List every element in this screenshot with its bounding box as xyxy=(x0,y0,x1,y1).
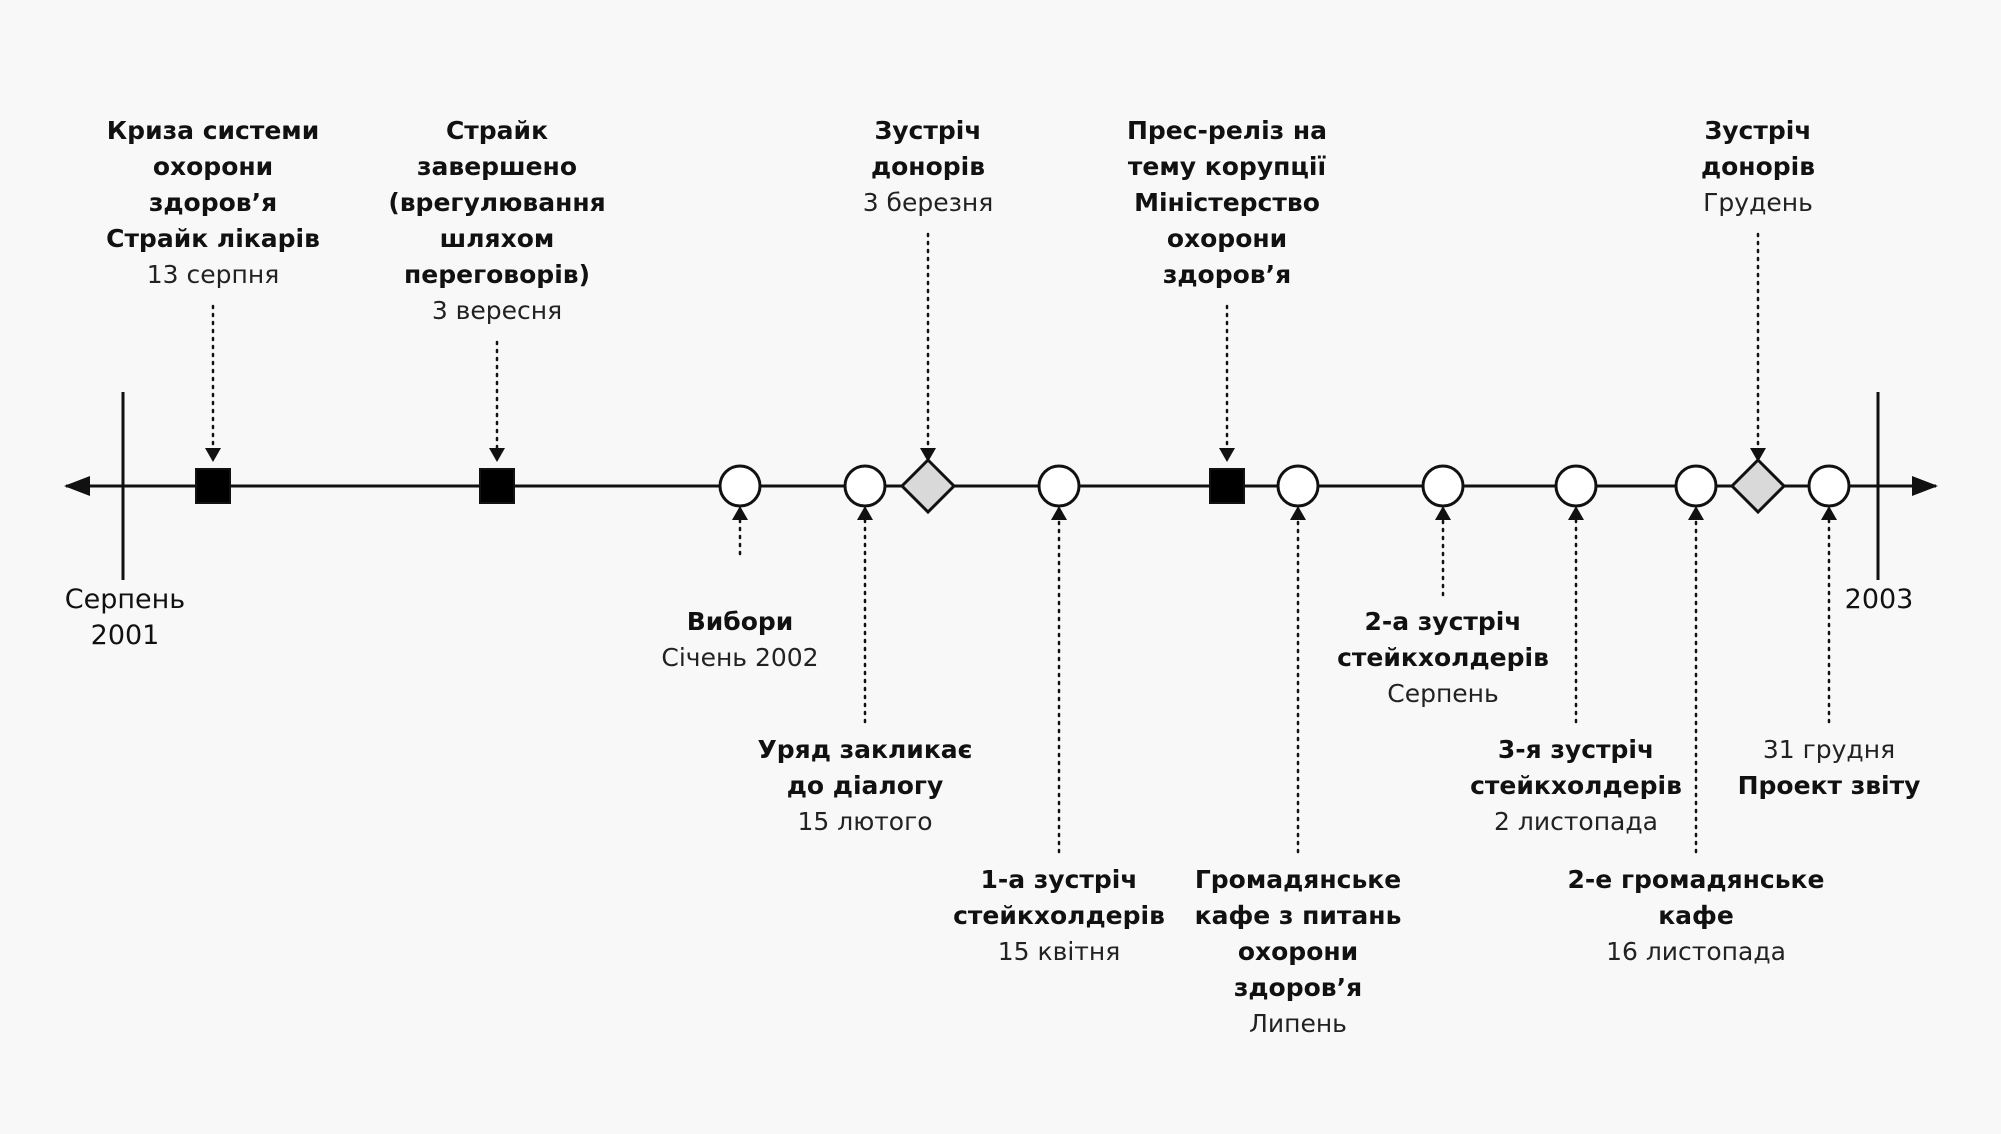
event-title: стейкхолдерів xyxy=(953,901,1165,930)
leader-arrow-e9 xyxy=(1435,506,1451,520)
event-title: 2-е громадянське xyxy=(1567,865,1825,894)
event-title: Зустріч xyxy=(1704,116,1812,145)
diamond-marker-e5 xyxy=(899,457,957,515)
event-date: 16 листопада xyxy=(1606,937,1786,966)
circle-marker-e4 xyxy=(843,464,887,508)
axis-arrow-right xyxy=(1912,476,1938,496)
event-label-e3: Вибори Січень 2002 xyxy=(610,604,870,676)
event-date: Липень xyxy=(1249,1009,1347,1038)
event-title: стейкхолдерів xyxy=(1470,771,1682,800)
event-label-e7: Прес-реліз на тему корупції Міністерство… xyxy=(1097,113,1357,293)
event-date: 3 вересня xyxy=(431,296,563,325)
start-label-month: Серпень xyxy=(64,584,186,615)
event-date: Січень 2002 xyxy=(661,643,819,672)
leader-arrow-e6 xyxy=(1051,506,1067,520)
leader-arrow-e13 xyxy=(1821,506,1837,520)
circle-marker-e11 xyxy=(1674,464,1718,508)
event-title: донорів xyxy=(1700,152,1816,181)
event-label-e9: 2-а зустріч стейкхолдерів Серпень xyxy=(1313,604,1573,712)
event-label-e5: Зустріч донорів 3 березня xyxy=(818,113,1038,221)
event-title: до діалогу xyxy=(786,771,944,800)
event-title: переговорів) xyxy=(403,260,591,289)
event-title: охорони xyxy=(1237,937,1359,966)
event-title: кафе з питань xyxy=(1194,901,1402,930)
event-title: Міністерство xyxy=(1134,188,1320,217)
leader-arrow-e4 xyxy=(857,506,873,520)
event-title: тему корупції xyxy=(1127,152,1327,181)
event-title: стейкхолдерів xyxy=(1337,643,1549,672)
circle-marker-e10 xyxy=(1554,464,1598,508)
event-title: кафе xyxy=(1658,901,1734,930)
circle-marker-e13 xyxy=(1807,464,1851,508)
leader-arrow-e2 xyxy=(489,448,505,462)
event-title: шляхом xyxy=(439,224,555,253)
event-title: здоров’я xyxy=(1233,973,1363,1002)
leader-arrow-e8 xyxy=(1290,506,1306,520)
event-label-e10: 3-я зустріч стейкхолдерів 2 листопада xyxy=(1446,732,1706,840)
event-title: Страйк лікарів xyxy=(106,224,320,253)
event-title: 3-я зустріч xyxy=(1497,735,1655,764)
event-title: здоров’я xyxy=(1162,260,1292,289)
event-title: Вибори xyxy=(686,607,794,636)
event-title: Криза системи xyxy=(106,116,320,145)
event-date: 13 серпня xyxy=(146,260,280,289)
circle-marker-e3 xyxy=(718,464,762,508)
event-date: 31 грудня xyxy=(1762,735,1896,764)
circle-marker-e6 xyxy=(1037,464,1081,508)
leader-arrow-e3 xyxy=(732,506,748,520)
event-label-e1: Криза системи охорони здоров’я Страйк лі… xyxy=(83,113,343,293)
event-title: 1-а зустріч xyxy=(980,865,1138,894)
event-label-e2: Страйк завершено (врегулювання шляхом пе… xyxy=(367,113,627,329)
event-label-e11: 2-е громадянське кафе 16 листопада xyxy=(1566,862,1826,970)
leader-arrow-e7 xyxy=(1219,448,1235,462)
square-marker-e1 xyxy=(195,468,231,504)
event-label-e12: Зустріч донорів Грудень xyxy=(1648,113,1868,221)
event-label-e8: Громадянське кафе з питань охорони здоро… xyxy=(1168,862,1428,1042)
circle-marker-e9 xyxy=(1421,464,1465,508)
event-title: завершено xyxy=(416,152,578,181)
event-date: 2 листопада xyxy=(1494,807,1658,836)
event-date: Грудень xyxy=(1703,188,1813,217)
axis-arrow-left xyxy=(64,476,90,496)
leader-arrow-e5 xyxy=(920,448,936,462)
circle-marker-e8 xyxy=(1276,464,1320,508)
event-title: Уряд закликає xyxy=(757,735,973,764)
square-marker-e2 xyxy=(479,468,515,504)
start-label-year: 2001 xyxy=(90,620,160,651)
event-title: охорони xyxy=(152,152,274,181)
event-title: охорони xyxy=(1166,224,1288,253)
event-date: 3 березня xyxy=(862,188,994,217)
leader-arrow-e10 xyxy=(1568,506,1584,520)
event-title: здоров’я xyxy=(148,188,278,217)
diamond-marker-e12 xyxy=(1729,457,1787,515)
event-title: Зустріч xyxy=(874,116,982,145)
leader-arrow-e11 xyxy=(1688,506,1704,520)
end-label-year: 2003 xyxy=(1844,584,1914,615)
start-label: Серпень 2001 xyxy=(45,582,205,654)
event-label-e13: 31 грудня Проект звіту xyxy=(1719,732,1939,804)
event-label-e6: 1-а зустріч стейкхолдерів 15 квітня xyxy=(929,862,1189,970)
event-title: донорів xyxy=(870,152,986,181)
end-label: 2003 xyxy=(1799,582,1959,618)
event-title: Прес-реліз на xyxy=(1126,116,1328,145)
leader-arrow-e12 xyxy=(1750,448,1766,462)
event-title: Проект звіту xyxy=(1737,771,1921,800)
leader-arrow-e1 xyxy=(205,448,221,462)
square-marker-e7 xyxy=(1209,468,1245,504)
event-date: Серпень xyxy=(1387,679,1499,708)
event-title: Громадянське xyxy=(1194,865,1402,894)
event-title: (врегулювання xyxy=(388,188,606,217)
event-label-e4: Уряд закликає до діалогу 15 лютого xyxy=(735,732,995,840)
event-title: Страйк xyxy=(445,116,549,145)
event-date: 15 квітня xyxy=(997,937,1121,966)
event-title: 2-а зустріч xyxy=(1364,607,1522,636)
event-date: 15 лютого xyxy=(797,807,933,836)
